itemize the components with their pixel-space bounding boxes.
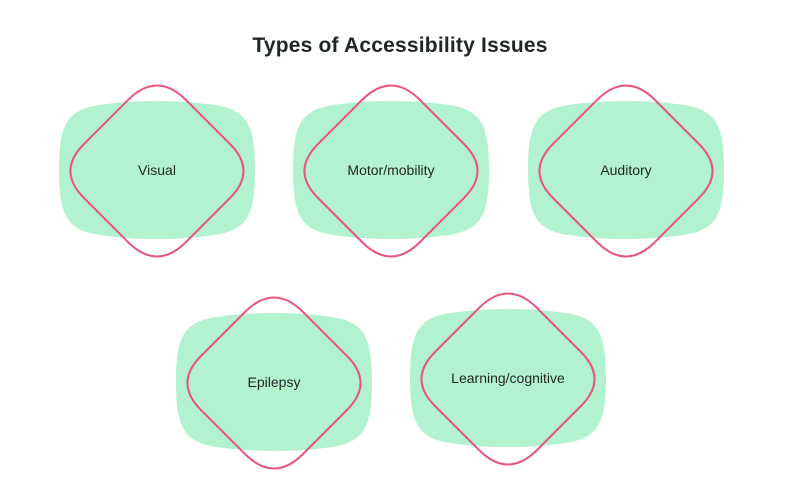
issue-label: Learning/cognitive: [451, 370, 565, 386]
blob-diamond-shape: [293, 84, 489, 258]
blob-diamond-shape: [59, 84, 255, 258]
issue-visual: Visual: [57, 80, 257, 270]
issue-motor-mobility: Motor/mobility: [291, 80, 491, 270]
blob-diamond-shape: [528, 84, 724, 258]
issue-label: Visual: [138, 162, 176, 178]
issue-label: Motor/mobility: [347, 162, 435, 178]
issue-auditory: Auditory: [526, 80, 726, 270]
diagram-title: Types of Accessibility Issues: [252, 34, 548, 57]
issue-label: Epilepsy: [247, 374, 301, 390]
issue-learning-cognitive: Learning/cognitive: [408, 288, 608, 478]
issue-label: Auditory: [600, 162, 652, 178]
issue-epilepsy: Epilepsy: [174, 292, 374, 482]
blob-diamond-shape: [176, 296, 372, 470]
blob-diamond-shape: [410, 292, 606, 466]
